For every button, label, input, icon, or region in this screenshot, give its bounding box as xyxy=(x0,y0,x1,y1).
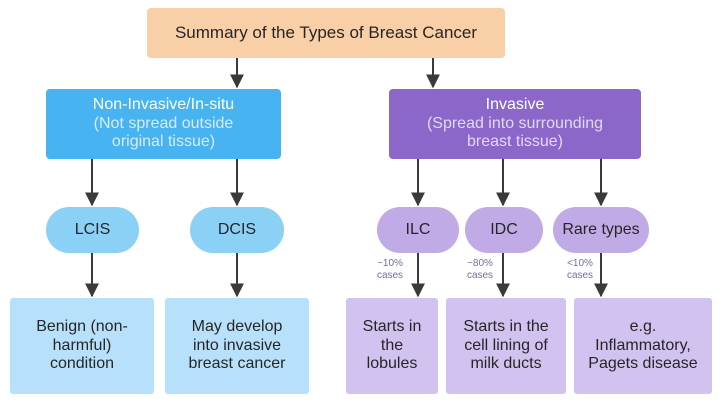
desc-lcis-line2: harmful) xyxy=(52,336,112,354)
desc-lcis-line3: condition xyxy=(49,355,115,373)
desc-idc-line3: milk ducts xyxy=(470,355,542,373)
type-rare: Rare types xyxy=(553,207,649,253)
pct-rare-value: <10% xyxy=(567,258,593,269)
pct-idc: ~80% cases xyxy=(457,258,503,281)
pct-ilc: ~10% cases xyxy=(367,258,413,281)
pct-rare-unit: cases xyxy=(566,269,594,281)
desc-rare: e.g. Inflammatory, Pagets disease xyxy=(574,298,712,394)
category-non-invasive-sub1: (Not spread outside xyxy=(93,114,234,132)
desc-dcis-line2: into invasive xyxy=(192,336,282,354)
pct-ilc-unit: cases xyxy=(376,269,404,281)
pct-ilc-value: ~10% xyxy=(377,258,403,269)
category-invasive-sub1: (Spread into surrounding xyxy=(426,114,604,132)
desc-idc: Starts in the cell lining of milk ducts xyxy=(446,298,566,394)
pct-idc-unit: cases xyxy=(466,269,494,281)
desc-ilc-line2: the xyxy=(380,336,404,354)
type-ilc: ILC xyxy=(377,207,459,253)
desc-rare-line3: Pagets disease xyxy=(588,355,698,373)
category-non-invasive-sub2: original tissue) xyxy=(111,133,216,151)
diagram-title-text: Summary of the Types of Breast Cancer xyxy=(174,22,478,42)
desc-rare-line1: e.g. xyxy=(629,317,657,335)
type-dcis: DCIS xyxy=(190,207,284,253)
type-lcis: LCIS xyxy=(46,207,139,253)
desc-lcis-line1: Benign (non- xyxy=(36,317,128,335)
category-non-invasive-label: Non-Invasive/In-situ xyxy=(92,95,235,113)
type-rare-label: Rare types xyxy=(562,220,640,238)
desc-idc-line2: cell lining of xyxy=(464,336,548,354)
type-idc: IDC xyxy=(465,207,543,253)
pct-idc-value: ~80% xyxy=(467,258,493,269)
desc-idc-line1: Starts in the xyxy=(463,317,549,335)
desc-ilc: Starts in the lobules xyxy=(346,298,438,394)
desc-ilc-line1: Starts in xyxy=(362,317,422,335)
type-dcis-label: DCIS xyxy=(217,220,257,238)
category-invasive-sub2: breast tissue) xyxy=(466,133,564,151)
pct-rare: <10% cases xyxy=(557,258,603,281)
type-ilc-label: ILC xyxy=(405,220,431,238)
category-invasive: Invasive (Spread into surrounding breast… xyxy=(389,89,641,159)
category-invasive-label: Invasive xyxy=(485,95,545,113)
desc-dcis-line3: breast cancer xyxy=(188,355,286,373)
desc-dcis: May develop into invasive breast cancer xyxy=(165,298,309,394)
type-lcis-label: LCIS xyxy=(74,220,111,238)
desc-ilc-line3: lobules xyxy=(366,355,418,373)
desc-dcis-line1: May develop xyxy=(191,317,283,335)
diagram-title: Summary of the Types of Breast Cancer xyxy=(147,8,505,58)
category-non-invasive: Non-Invasive/In-situ (Not spread outside… xyxy=(46,89,281,159)
type-idc-label: IDC xyxy=(490,220,518,238)
desc-lcis: Benign (non- harmful) condition xyxy=(10,298,154,394)
desc-rare-line2: Inflammatory, xyxy=(595,336,691,354)
